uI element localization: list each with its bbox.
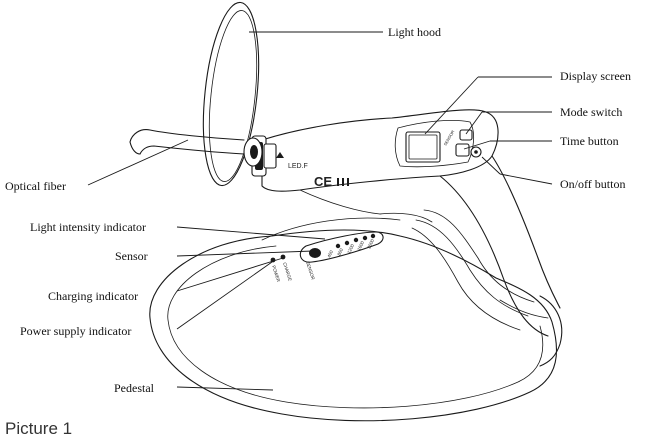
charge-print: CHARGE xyxy=(282,262,293,282)
sensor-print: SENSOR xyxy=(305,261,316,281)
label-power-supply-indicator: Power supply indicator xyxy=(20,324,131,338)
label-on-off-button: On/off button xyxy=(560,177,625,191)
led-mark: LED.F xyxy=(288,163,308,170)
label-light-hood: Light hood xyxy=(388,25,441,39)
pedestal-panel: 400 800 1200 1600 2000 SENSOR CHARGE POW… xyxy=(271,232,383,283)
label-sensor: Sensor xyxy=(115,249,148,263)
display-panel: SENSOR xyxy=(395,120,481,166)
figure-caption: Picture 1 xyxy=(5,419,72,438)
mode-switch xyxy=(460,130,472,140)
label-mode-switch: Mode switch xyxy=(560,105,622,119)
time-button xyxy=(456,144,469,156)
label-charging-indicator: Charging indicator xyxy=(48,289,138,303)
light-hood xyxy=(196,0,267,188)
power-print: POWER xyxy=(271,265,281,283)
label-optical-fiber: Optical fiber xyxy=(5,179,66,193)
label-display-screen: Display screen xyxy=(560,69,631,83)
display-screen xyxy=(406,132,440,162)
label-time-button: Time button xyxy=(560,134,619,148)
device-sensor-print: SENSOR xyxy=(443,129,456,146)
label-light-intensity-indicator: Light intensity indicator xyxy=(30,220,146,234)
leader-lines xyxy=(88,32,552,390)
sensor-window xyxy=(309,248,321,258)
ce-mark: CE xyxy=(314,174,332,189)
barrel-markings: LED.F CE xyxy=(276,152,349,189)
label-pedestal: Pedestal xyxy=(114,381,155,395)
callout-labels: Light hood Display screen Mode switch Ti… xyxy=(5,25,631,395)
